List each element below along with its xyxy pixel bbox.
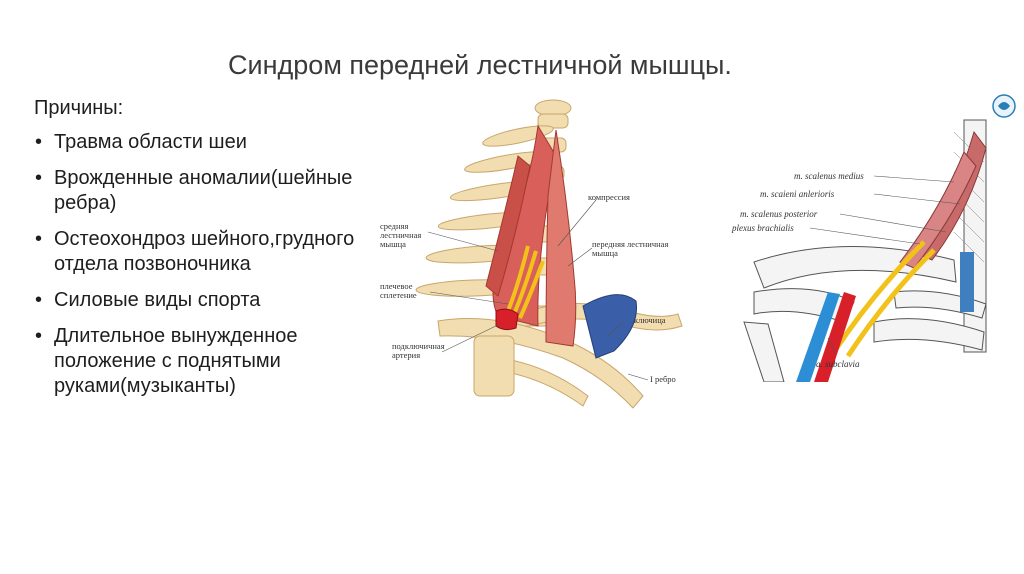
cause-item: • Остеохондроз шейного,грудного отдела по… <box>34 227 364 277</box>
label-clavicle: ключица <box>634 315 666 325</box>
bullet-icon: • <box>35 167 43 189</box>
label-middle-scalene: средняя лестничная мышца <box>380 221 422 249</box>
cause-item: • Врожденные аномалии(шейные ребра) <box>34 166 364 216</box>
cause-item: • Длительное вынужденное положение с подн… <box>34 324 364 399</box>
cause-text: Врожденные аномалии(шейные ребра) <box>54 167 353 214</box>
label-first-rib: I ребро <box>650 374 676 384</box>
slide-title: Синдром передней лестничной мышцы. <box>228 50 732 80</box>
scalene-diagram-illustration <box>724 92 1020 382</box>
bullet-icon: • <box>35 228 43 250</box>
label-compression: компрессия <box>588 192 630 202</box>
causes-block: Причины: • Травма области шеи • Врожденные… <box>34 96 364 410</box>
bullet-icon: • <box>35 131 43 153</box>
causes-list: • Травма области шеи • Врожденные аномалии… <box>34 130 364 399</box>
cause-text: Травма области шеи <box>54 131 247 153</box>
scalene-anatomy-figure: компрессия средняя лестничная мышца пере… <box>378 96 708 426</box>
bullet-icon: • <box>35 325 43 347</box>
label-scalenus-anterior: m. scaieni anlerioris <box>760 189 835 199</box>
label-plexus-brachialis: plexus brachialis <box>732 223 794 233</box>
label-subclavian-artery: подключичная артерия <box>392 341 445 360</box>
bullet-icon: • <box>35 289 43 311</box>
causes-heading: Причины: <box>34 97 124 119</box>
cause-text: Силовые виды спорта <box>54 289 261 311</box>
scalene-anatomy-illustration <box>415 99 683 409</box>
cause-text: Остеохондроз шейного,грудного отдела поз… <box>54 228 355 275</box>
label-anterior-scalene: передняя лестничная мышца <box>592 239 669 258</box>
scalene-diagram-figure: m. scalenus medius m. scaieni anlerioris… <box>724 92 1020 382</box>
label-subclavia: a. subclavia <box>816 359 860 369</box>
cause-item: • Травма области шеи <box>34 130 364 155</box>
label-scalenus-medius: m. scalenus medius <box>794 171 864 181</box>
label-scalenus-posterior: m. scalenus posterior <box>740 209 818 219</box>
label-brachial-plexus: плечевое сплетение <box>380 281 417 300</box>
cause-text: Длительное вынужденное положение с подня… <box>54 325 298 397</box>
cause-item: • Силовые виды спорта <box>34 288 364 313</box>
